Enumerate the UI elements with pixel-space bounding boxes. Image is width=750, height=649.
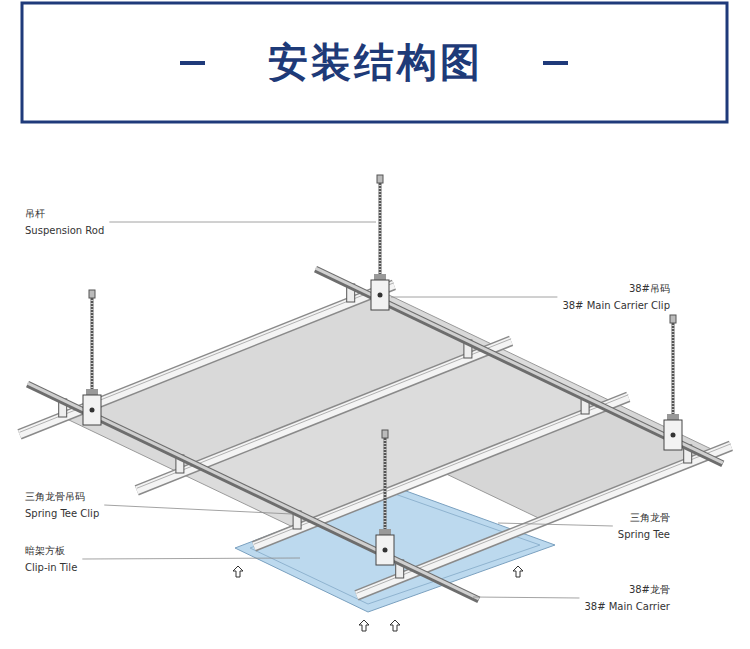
nut [379,529,391,535]
part-name: 暗架方板 [25,542,77,559]
title-dash [180,61,205,65]
bolt [378,293,383,298]
callout-label: 38#龙骨38# Main Carrier [584,581,670,615]
bolt [383,548,388,553]
callout-label: 吊杆Suspension Rod [25,205,104,239]
rod-top [382,430,388,438]
title-dash [543,61,568,65]
nut [374,274,386,280]
leader-line [109,222,376,223]
rod [91,297,94,391]
up-arrow [233,566,243,577]
part-name: 38#吊码 [562,280,670,297]
callout-label: 暗架方板Clip-in Tile [25,542,77,576]
suspension-rods [83,175,682,565]
part-name: Suspension Rod [25,222,104,239]
rod-thread [672,322,675,416]
callout-label: 三角龙骨吊码Spring Tee Clip [25,488,99,522]
tee-edge [357,446,731,596]
leader-line [498,523,613,526]
rod [379,182,382,276]
leader-line [104,505,292,514]
carrier-clip [83,395,101,425]
callout-label: 三角龙骨Spring Tee [618,509,670,543]
tee-edge [254,397,628,547]
page-title: 安装结构图 [0,36,750,88]
leader-line [473,597,579,598]
carrier-face [316,268,723,463]
push-up-arrows [233,566,523,631]
part-name: Spring Tee Clip [25,505,99,522]
carrier-clip [371,280,389,310]
part-name: Spring Tee [618,526,670,543]
main-carriers [28,268,723,600]
rod-thread [384,437,387,531]
carrier-clip [376,535,394,565]
rod-top [377,175,383,183]
carrier-body [316,269,723,464]
rod [672,322,675,416]
rod-thread [91,297,94,391]
up-arrow [513,566,523,577]
part-name: 三角龙骨 [618,509,670,526]
carrier-face [28,383,479,599]
tee-clips [59,284,692,578]
tee-face [357,446,731,596]
part-name: 吊杆 [25,205,104,222]
leader-line [82,558,300,559]
rod-top [670,315,676,323]
rod-top [89,290,95,298]
tee-face [254,397,628,547]
callout-label: 38#吊码38# Main Carrier Clip [562,280,670,314]
part-name: 38# Main Carrier Clip [562,297,670,314]
part-name: 38#龙骨 [584,581,670,598]
rod [384,437,387,531]
carrier-body [28,384,479,600]
up-arrow [390,620,400,631]
rod-thread [379,182,382,276]
nut [86,389,98,395]
part-name: 三角龙骨吊码 [25,488,99,505]
carrier-clip [664,420,682,450]
part-name: 38# Main Carrier [584,598,670,615]
nut [667,414,679,420]
part-name: Clip-in Tile [25,559,77,576]
up-arrow [359,620,369,631]
bolt [90,408,95,413]
leader-line [391,297,557,298]
bolt [671,433,676,438]
